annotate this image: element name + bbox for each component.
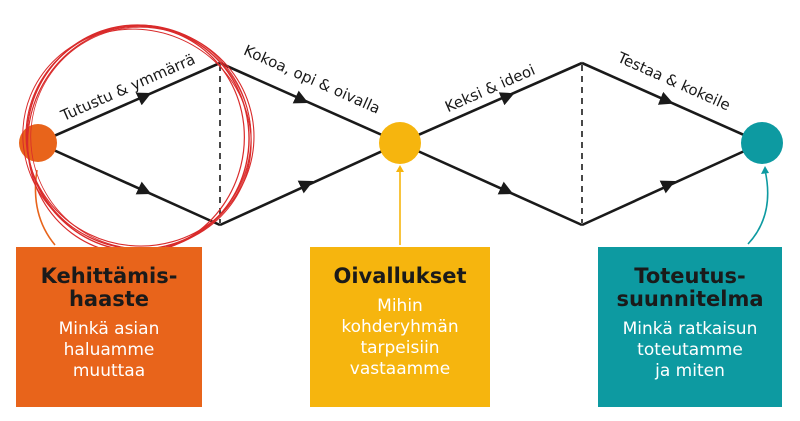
insights-box-body: Mihin kohderyhmän tarpeisiin vastaamme xyxy=(341,296,459,379)
challenge-box-title: Kehittämis- haaste xyxy=(40,264,178,311)
phase-label-2: Kokoa, opi & oivalla xyxy=(241,41,383,117)
diamond-1-upper-left-edge xyxy=(37,61,221,145)
connector-orange xyxy=(34,169,56,246)
diamond-2-upper-left-edge xyxy=(399,61,583,145)
implementation-plan-box-title: Toteutus- suunnitelma xyxy=(616,264,764,311)
connector-teal xyxy=(747,169,769,245)
phase-label-1: Tutustu & ymmärrä xyxy=(57,50,198,125)
insights-box: Oivallukset Mihin kohderyhmän tarpeisiin… xyxy=(310,247,490,407)
insights-box-title: Oivallukset xyxy=(333,264,467,288)
diamond-1-lower-left-edge xyxy=(37,141,221,227)
diamond-1-upper-right-edge xyxy=(219,61,401,145)
connector-yellow-arrowhead xyxy=(396,165,404,172)
diamond-2-lower-left-edge xyxy=(399,141,583,227)
middle-node xyxy=(379,122,421,164)
connector-teal-arrowhead xyxy=(761,166,769,174)
end-node xyxy=(741,122,783,164)
implementation-plan-box: Toteutus- suunnitelma Minkä ratkaisun to… xyxy=(598,247,782,407)
challenge-box-body: Minkä asian haluamme muuttaa xyxy=(58,319,160,381)
implementation-plan-box-body: Minkä ratkaisun toteutamme ja miten xyxy=(622,319,758,381)
challenge-box: Kehittämis- haaste Minkä asian haluamme … xyxy=(16,247,202,407)
diamond-1-lower-right-edge xyxy=(219,141,401,227)
diamond-2-lower-right-edge xyxy=(581,141,763,227)
